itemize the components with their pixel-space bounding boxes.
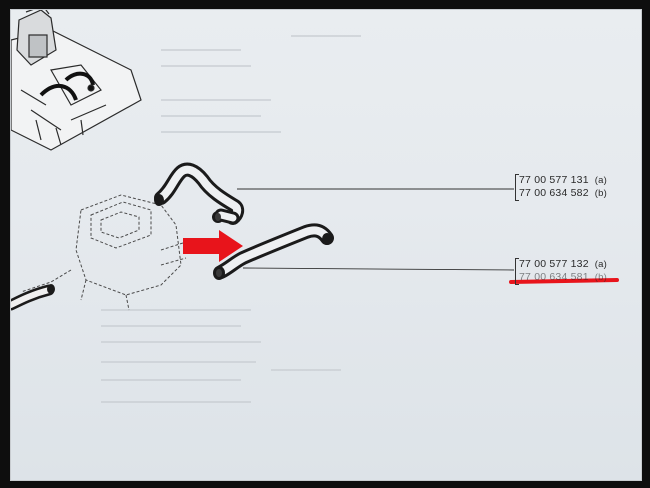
- bracket-b: [515, 258, 519, 285]
- part-number-row: 77 00 634 581 (b): [519, 271, 607, 284]
- part-variant: (b): [594, 272, 607, 283]
- leader-lines: [237, 188, 515, 271]
- engine-overview-illustration: [11, 10, 142, 151]
- parts-catalog-page: 77 00 577 131 (a) 77 00 634 582 (b) 77 00 …: [10, 9, 642, 481]
- part-number-row: 77 00 634 582 (b): [519, 187, 607, 200]
- exploded-diagram: [11, 10, 619, 403]
- part-number-row: 77 00 577 131 (a): [519, 174, 607, 187]
- heater-hose-b: [213, 223, 334, 280]
- part-variant: (b): [594, 188, 607, 199]
- part-number: 77 00 634 582: [519, 187, 589, 199]
- part-number: 77 00 634 581: [519, 271, 589, 283]
- bleed-through-text: [101, 35, 361, 403]
- part-number: 77 00 577 132: [519, 258, 589, 270]
- lower-hose-stub: [11, 284, 55, 311]
- heater-hose-a: [154, 162, 245, 225]
- part-number-row: 77 00 577 132 (a): [519, 258, 607, 271]
- red-arrow-icon: [183, 230, 243, 262]
- red-underline: [509, 278, 619, 284]
- part-variant: (a): [594, 175, 607, 186]
- heater-block-outline: [20, 194, 187, 311]
- part-number: 77 00 577 131: [519, 174, 589, 186]
- part-variant: (a): [594, 259, 607, 270]
- bracket-a: [515, 174, 519, 201]
